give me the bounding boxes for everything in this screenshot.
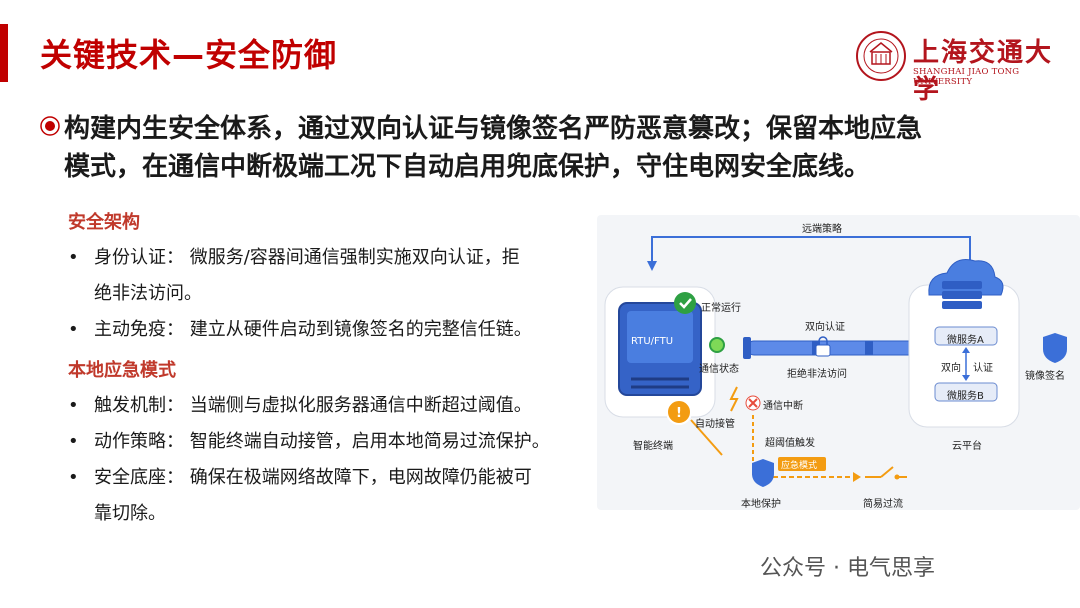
- title-accent-bar: [0, 24, 8, 82]
- lead-statement: 构建内生安全体系，通过双向认证与镜像签名严防恶意篡改；保留本地应急 模式，在通信…: [40, 110, 1050, 186]
- lightning-icon: [729, 386, 739, 412]
- bullet-action: • 动作策略： 智能终端自动接管，启用本地简易过流保护。: [68, 424, 588, 460]
- label-emergency-mode: 应急模式: [781, 461, 818, 471]
- label-mutual-auth: 双向认证: [805, 322, 845, 333]
- lead-line-2: 模式，在通信中断极端工况下自动启用兜底保护，守住电网安全底线。: [64, 152, 871, 182]
- logo-name-en: SHANGHAI JIAO TONG UNIVERSITY: [913, 67, 1020, 87]
- remote-policy-arrow: [651, 236, 971, 267]
- bullet-line: 触发机制： 当端侧与虚拟化服务器通信中断超过阈值。: [94, 395, 532, 416]
- bullet-dot: •: [68, 431, 79, 452]
- label-simple-overcurrent: 简易过流: [863, 499, 903, 510]
- bullet-dot: •: [68, 247, 79, 268]
- bullet-line: 安全底座： 确保在极端网络故障下，电网故障仍能被可: [94, 467, 532, 488]
- bullet-identity-auth: • 身份认证： 微服务/容器间通信强制实施双向认证，拒 绝非法访问。: [68, 240, 588, 312]
- label-bidir: 双向: [941, 363, 961, 374]
- switch-icon: [880, 466, 894, 478]
- security-diagram: ! 远端策略 正常运行 RTU/FTU 通信状态 双向认证 拒: [597, 215, 1080, 510]
- watermark: 公众号 · 电气思享: [760, 556, 935, 581]
- label-remote-policy: 远端策略: [802, 224, 842, 235]
- lead-line-1: 构建内生安全体系，通过双向认证与镜像签名严防恶意篡改；保留本地应急: [64, 114, 923, 144]
- takeover-arrow: [690, 419, 723, 456]
- section-heading-architecture: 安全架构: [68, 212, 140, 233]
- service-a-box: [934, 326, 998, 346]
- label-reject: 拒绝非法访问: [787, 369, 847, 380]
- lock-icon: [815, 344, 831, 357]
- label-cloud: 云平台: [952, 441, 982, 452]
- label-auto-takeover: 自动接管: [695, 419, 735, 430]
- cloud-icon: [928, 259, 1004, 296]
- bullet-safety-base: • 安全底座： 确保在极端网络故障下，电网故障仍能被可 靠切除。: [68, 460, 588, 532]
- check-icon: [674, 292, 696, 314]
- label-service-b: 微服务B: [947, 391, 984, 402]
- shield-icon: [1043, 333, 1067, 363]
- bullet-line: 靠切除。: [94, 503, 166, 524]
- bullet-active-immunity: • 主动免疫： 建立从硬件启动到镜像签名的完整信任链。: [68, 312, 588, 348]
- logo-name-cn: 上海交通大学: [913, 38, 1054, 105]
- university-seal-icon: [856, 31, 906, 81]
- label-terminal: 智能终端: [633, 441, 673, 452]
- bullet-line: 身份认证： 微服务/容器间通信强制实施双向认证，拒: [94, 247, 520, 268]
- bullet-dot: •: [68, 395, 79, 416]
- label-threshold: 超阈值触发: [765, 438, 815, 449]
- label-auth: 认证: [973, 363, 993, 374]
- label-comm-break: 通信中断: [763, 401, 803, 412]
- label-normal-run: 正常运行: [701, 303, 741, 314]
- arrowhead: [647, 261, 657, 271]
- bullet-trigger: • 触发机制： 当端侧与虚拟化服务器通信中断超过阈值。: [68, 388, 588, 424]
- label-device: RTU/FTU: [631, 336, 674, 347]
- service-b-box: [934, 382, 998, 402]
- bullet-line: 绝非法访问。: [94, 283, 202, 304]
- secure-pipe: [746, 340, 923, 356]
- bullet-line: 动作策略： 智能终端自动接管，启用本地简易过流保护。: [94, 431, 550, 452]
- bullet-dot: •: [68, 467, 79, 488]
- label-local-protection: 本地保护: [741, 499, 781, 510]
- bullet-line: 主动免疫： 建立从硬件启动到镜像签名的完整信任链。: [94, 319, 532, 340]
- label-comm-status: 通信状态: [699, 364, 739, 375]
- local-shield-icon: [752, 459, 774, 487]
- rtu-screen: [627, 311, 693, 363]
- svg-text:!: !: [676, 406, 682, 421]
- diagram-graphics: !: [604, 236, 1067, 487]
- section-heading-emergency: 本地应急模式: [68, 360, 176, 381]
- label-service-a: 微服务A: [947, 335, 984, 346]
- emergency-mode-badge: [778, 457, 826, 471]
- slide-title: 关键技术—安全防御: [40, 36, 338, 74]
- bullet-dot: •: [68, 319, 79, 340]
- label-image-sign: 镜像签名: [1025, 371, 1065, 382]
- warning-icon: [666, 399, 692, 425]
- status-dot: [709, 337, 725, 353]
- lead-seal-icon: [40, 116, 60, 136]
- university-logo: 上海交通大学 SHANGHAI JIAO TONG UNIVERSITY: [855, 30, 1055, 105]
